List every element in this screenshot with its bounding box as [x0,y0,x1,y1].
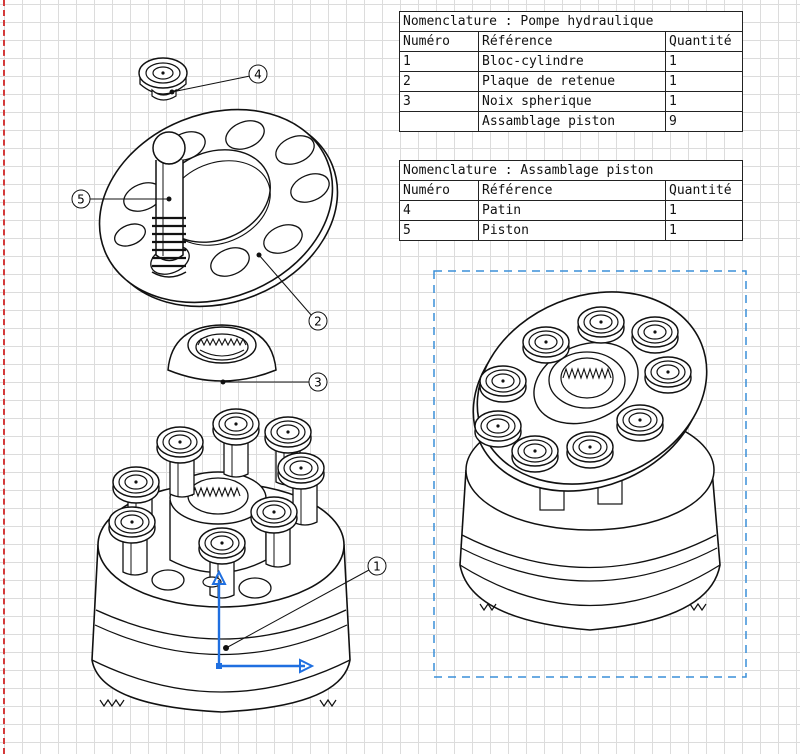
bom-table-piston[interactable]: Nomenclature : Assamblage piston Numéro … [399,160,743,241]
header-numero: Numéro [399,31,479,52]
part-piston[interactable] [151,131,187,278]
assembled-view[interactable] [433,258,747,678]
header-quantite: Quantité [665,180,743,201]
cell-quantite: 9 [665,111,743,132]
table-row[interactable]: 3 Noix spherique 1 [399,91,743,112]
svg-text:2: 2 [314,315,322,329]
cell-reference: Plaque de retenue [478,71,666,92]
sheet-border [3,0,5,754]
header-reference: Référence [478,180,666,201]
selection-frame [433,270,747,678]
balloon-1[interactable]: 1 [223,556,387,651]
cell-quantite: 1 [665,220,743,241]
svg-text:3: 3 [314,376,322,390]
balloon-3[interactable]: 3 [220,372,328,392]
table-row[interactable]: 5 Piston 1 [399,220,743,241]
table-row[interactable]: Assamblage piston 9 [399,111,743,132]
part-noix-spherique[interactable] [167,324,277,382]
table-row[interactable]: 2 Plaque de retenue 1 [399,71,743,92]
svg-text:1: 1 [373,560,381,574]
header-numero: Numéro [399,180,479,201]
cell-reference: Piston [478,220,666,241]
balloon-5[interactable]: 5 [71,189,172,209]
balloon-4[interactable]: 4 [169,64,268,95]
bom-table-pompe[interactable]: Nomenclature : Pompe hydraulique Numéro … [399,11,743,132]
part-bloc-cylindre[interactable] [91,408,351,713]
part-patin[interactable] [138,57,188,101]
balloon-2[interactable]: 2 [256,252,328,331]
table-row[interactable]: 4 Patin 1 [399,200,743,221]
svg-text:4: 4 [254,68,262,82]
cell-reference: Noix spherique [478,91,666,112]
bom-title: Nomenclature : Assamblage piston [399,160,743,181]
axis-system[interactable] [211,569,315,674]
part-plaque-retenue[interactable] [70,76,366,341]
cell-reference: Assamblage piston [478,111,666,132]
svg-text:5: 5 [77,193,85,207]
